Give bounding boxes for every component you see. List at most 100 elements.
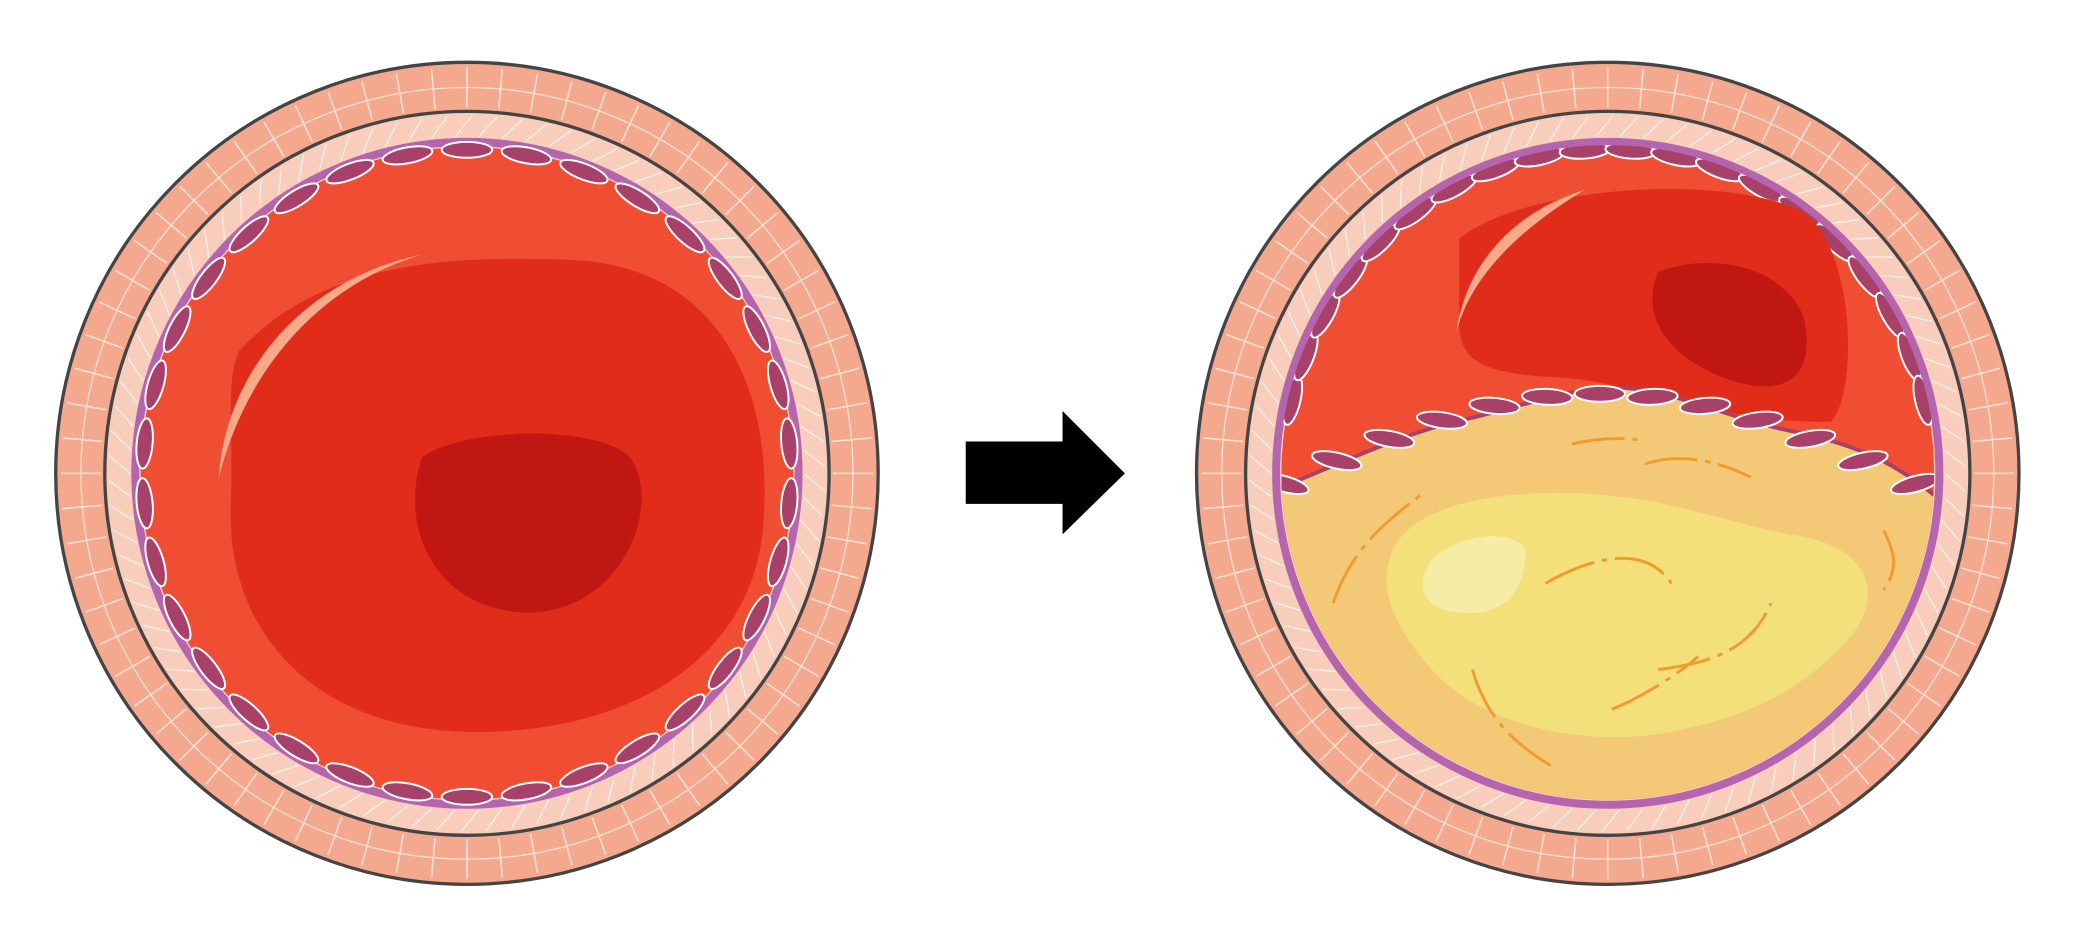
media-fiber: [1626, 807, 1644, 832]
media-fiber: [411, 807, 433, 828]
media-fiber: [316, 784, 342, 799]
media-fiber: [1880, 274, 1908, 279]
endothelial-cell: [779, 417, 799, 470]
media-fiber: [1273, 601, 1301, 611]
endothelial-cell: [228, 215, 270, 254]
media-fiber: [1832, 723, 1835, 752]
media-fiber: [1525, 121, 1540, 147]
media-fiber: [607, 775, 616, 803]
media-fiber: [1268, 357, 1285, 381]
media-fiber: [240, 195, 243, 224]
media-fiber: [1576, 809, 1597, 831]
endothelial-cell: [1468, 396, 1521, 416]
media-fiber: [431, 115, 448, 139]
media-fiber: [1456, 784, 1482, 799]
media-fiber: [1940, 519, 1960, 542]
endothelial-cell: [381, 145, 434, 166]
media-fiber: [221, 212, 226, 240]
media-fiber: [384, 121, 399, 147]
media-fiber: [674, 201, 702, 209]
media-fiber: [1503, 127, 1515, 154]
media-fiber: [1261, 381, 1279, 404]
endothelial-cell: [440, 140, 494, 159]
media-fiber: [108, 454, 131, 474]
media-fiber: [1313, 268, 1323, 296]
plaque-group: [1281, 189, 1935, 800]
endothelial-cell: [191, 256, 227, 301]
media-fiber: [790, 565, 807, 590]
media-fiber: [1747, 775, 1757, 803]
adventitia-cell-ring: [80, 86, 854, 860]
plaque-vessel: [1657, 602, 1773, 672]
endothelial-cell: [162, 593, 192, 642]
endothelial-cell: [1731, 410, 1784, 430]
media-fiber: [362, 799, 386, 817]
media-fiber: [197, 706, 225, 710]
media-fiber: [1258, 554, 1285, 567]
endothelial-cell: [440, 787, 494, 806]
media-fiber: [110, 430, 132, 451]
media-fiber: [1651, 804, 1667, 829]
media-fiber: [691, 723, 694, 752]
media-fiber: [774, 335, 802, 345]
endothelial-cell: [664, 215, 706, 254]
narrowed-artery: [1194, 60, 2021, 887]
media-fiber: [764, 314, 792, 322]
media-fiber: [1944, 472, 1966, 492]
media-fiber: [407, 117, 424, 143]
endothelial-cell: [1415, 410, 1468, 430]
endothelial-cell: [664, 693, 706, 732]
media-fiber: [1770, 764, 1777, 793]
media-fiber: [752, 651, 762, 679]
endothelial-cell: [614, 182, 661, 215]
plaque-vessel: [1571, 437, 1646, 446]
media-fiber: [672, 738, 676, 767]
media-fiber: [1733, 147, 1759, 162]
media-fiber: [1265, 578, 1292, 590]
plaque-vessel: [1331, 489, 1427, 604]
media-fiber: [1328, 248, 1336, 276]
media-fiber: [172, 268, 182, 296]
media-fiber: [340, 134, 351, 162]
media-fiber: [1548, 117, 1564, 143]
endothelial-cell: [500, 781, 553, 802]
media-fiber: [114, 405, 134, 427]
media-fiber: [570, 138, 595, 154]
media-fiber: [1527, 804, 1550, 823]
media-fiber: [339, 793, 364, 809]
media-fiber: [800, 519, 820, 542]
endothelial-cell: [614, 732, 661, 765]
media-fiber: [1792, 752, 1797, 780]
media-fiber: [1253, 529, 1279, 544]
media-fiber: [1399, 180, 1403, 208]
media-fiber: [783, 357, 810, 369]
media-fiber: [1724, 785, 1735, 812]
plaque-vessel: [1882, 529, 1895, 591]
blood-flow-center: [415, 433, 642, 613]
media-fiber: [293, 775, 320, 788]
media-fiber: [272, 764, 299, 775]
media-fiber: [146, 311, 160, 337]
media-fiber: [1850, 237, 1878, 241]
endothelial-cell: [144, 536, 167, 588]
media-fiber: [362, 127, 375, 154]
media-fiber: [1503, 799, 1527, 817]
endothelial-cell: [766, 536, 790, 588]
endothelial-cell: [144, 359, 167, 411]
media-fiber: [1755, 159, 1781, 172]
media-fiber: [1904, 631, 1916, 658]
endothelial-cell: [325, 158, 375, 185]
media-fiber: [1294, 646, 1323, 653]
endothelial-cell: [191, 646, 227, 690]
endothelial-cell: [381, 781, 434, 802]
media-fiber: [1931, 565, 1948, 590]
media-fiber: [1923, 588, 1939, 613]
media-fiber: [796, 402, 821, 418]
media-fiber: [1892, 651, 1903, 679]
endothelial-cell: [325, 762, 375, 788]
media-fiber: [1601, 809, 1621, 832]
media-fiber: [232, 738, 260, 745]
media-fiber: [1255, 405, 1275, 427]
media-fiber: [158, 289, 171, 316]
media-fiber: [501, 119, 523, 139]
